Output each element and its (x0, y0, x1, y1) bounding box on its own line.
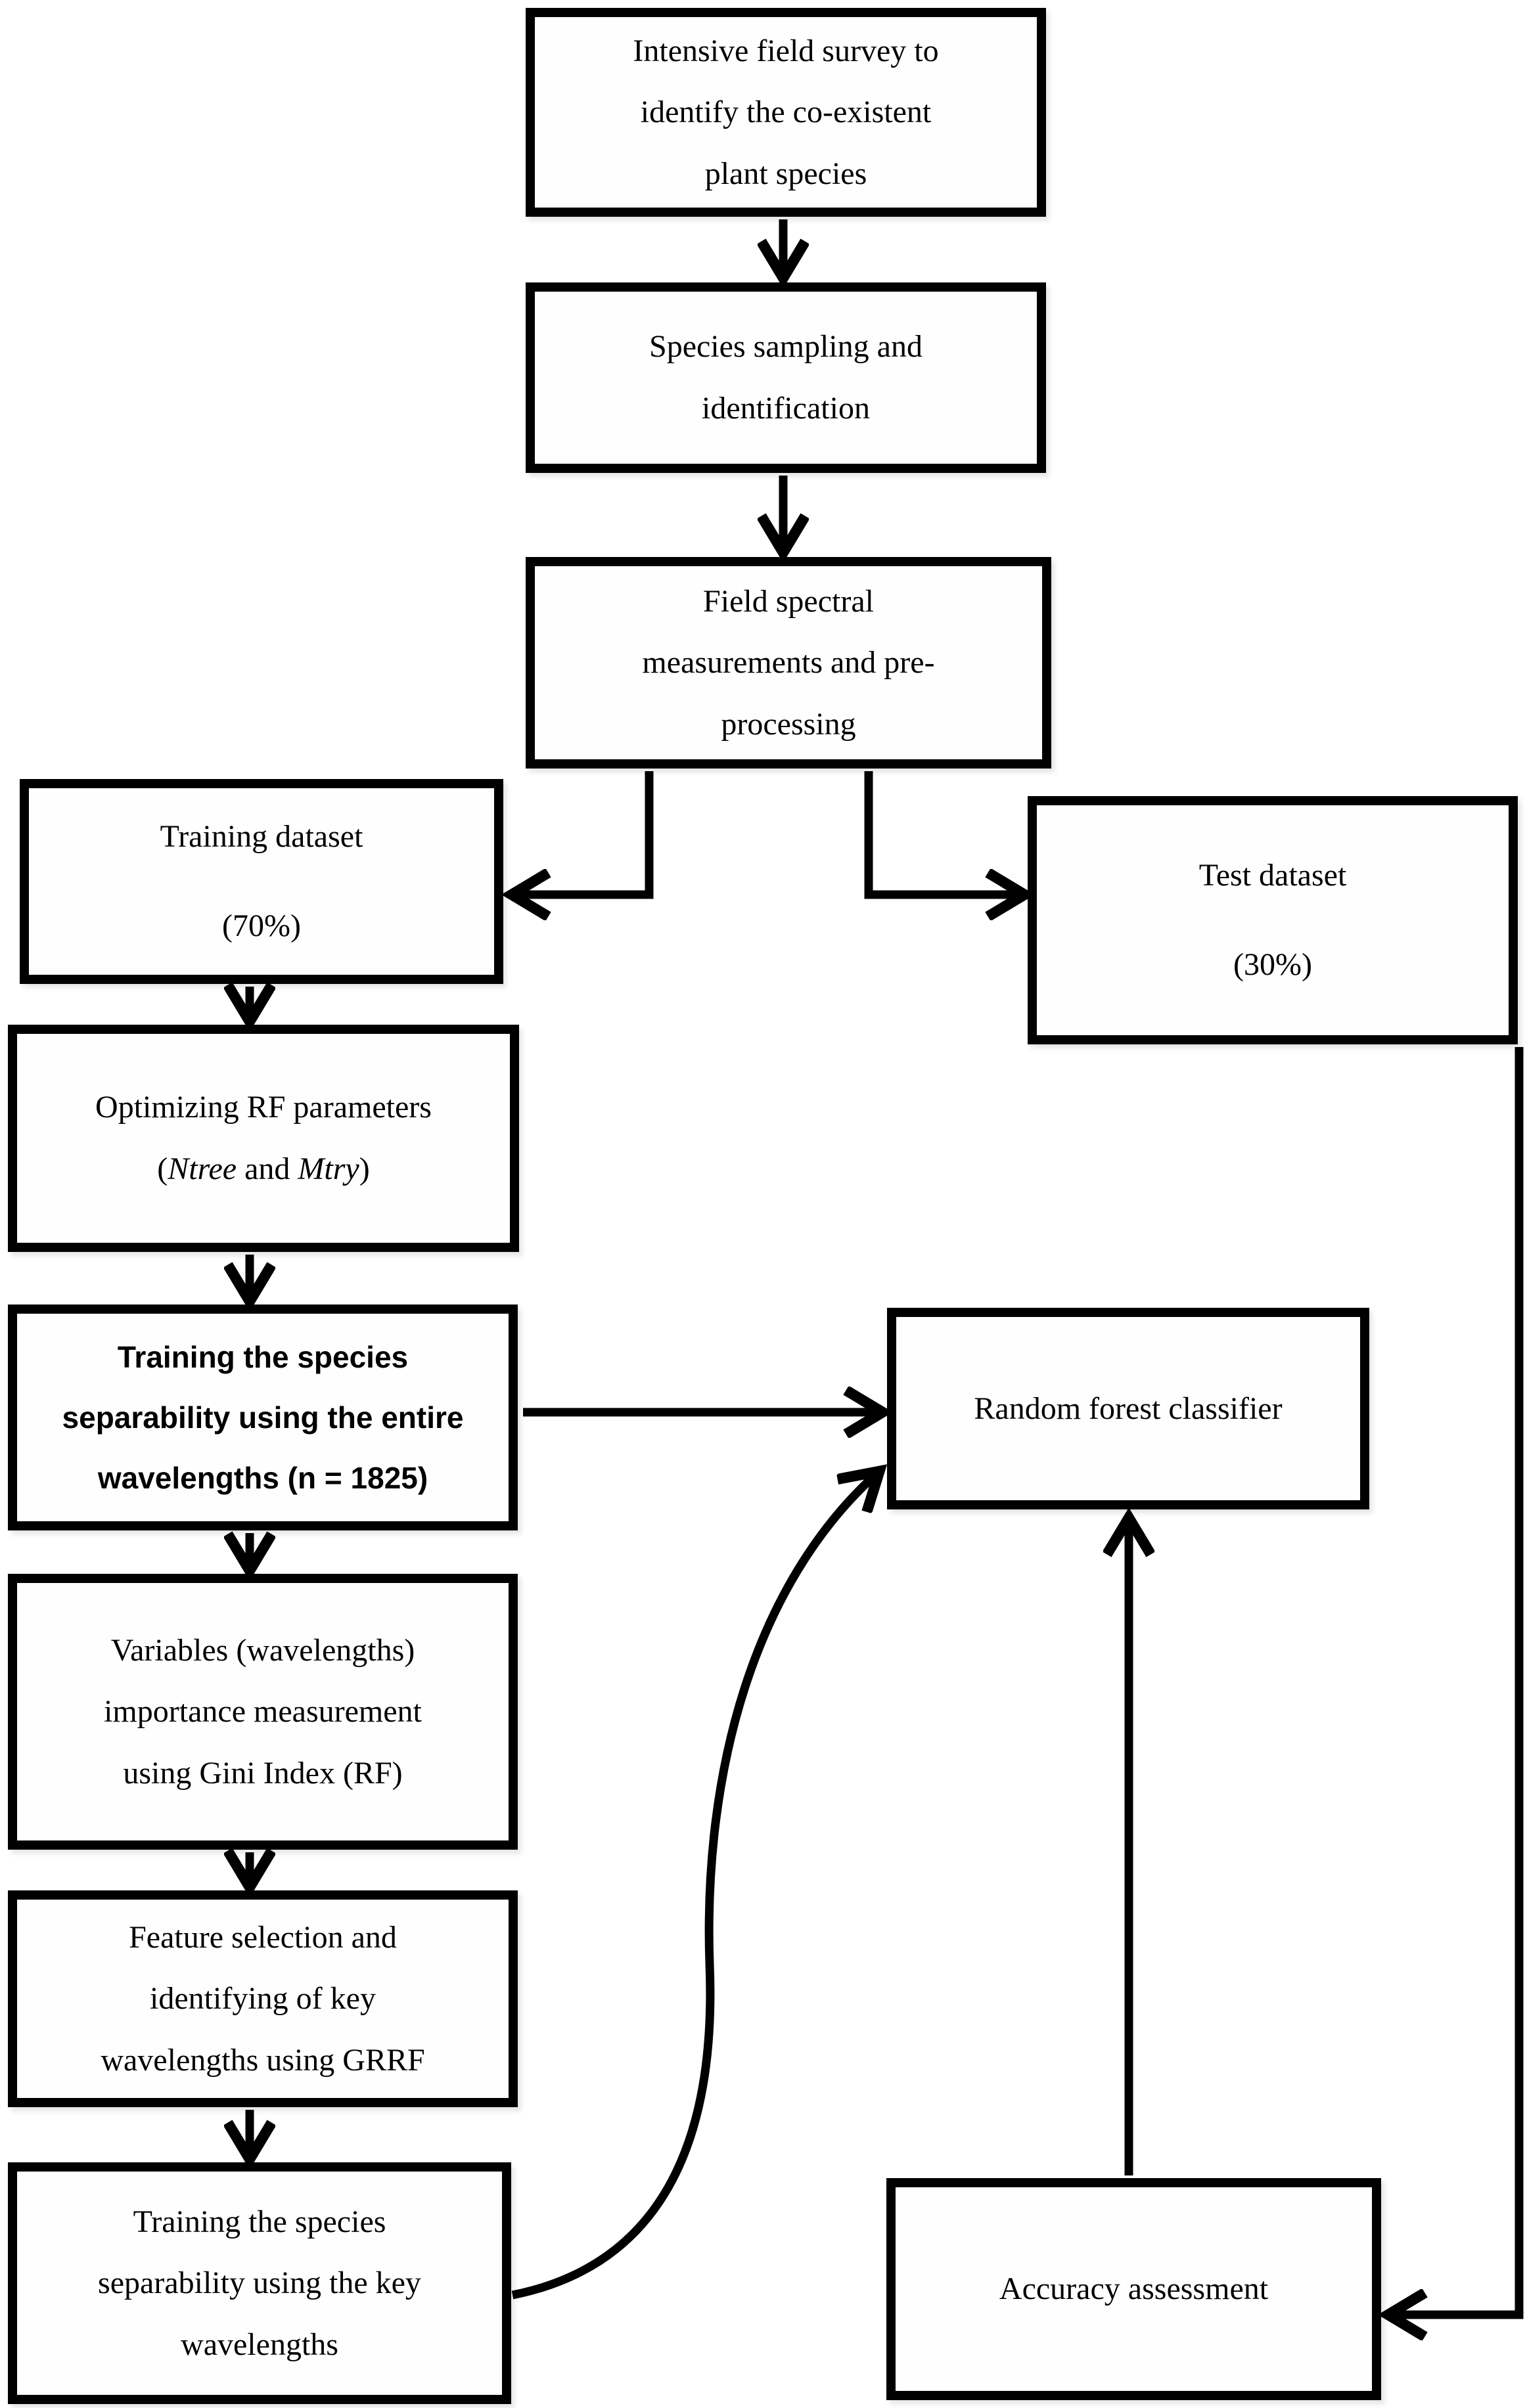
node-text-line: Intensive field survey to (633, 33, 939, 68)
arrow-test-dataset-to-accuracy (1390, 1047, 1524, 2315)
node-text-line: (Ntree and Mtry) (157, 1151, 370, 1186)
node-text-line: identifying of key (150, 1981, 376, 2017)
node-text-line: wavelengths using GRRF (101, 2042, 425, 2078)
node-feature-selection: Feature selection and identifying of key… (8, 1890, 518, 2107)
node-text-line: identify the co-existent (640, 95, 932, 130)
node-title: Training dataset (160, 819, 363, 855)
node-text-line: Feature selection and (129, 1919, 397, 1955)
node-optimizing-rf-parameters: Optimizing RF parameters (Ntree and Mtry… (8, 1025, 519, 1252)
node-text-line: processing (721, 706, 856, 742)
node-training-dataset: Training dataset (70%) (20, 779, 503, 984)
node-percentage: (30%) (1233, 947, 1312, 982)
arrow-training-key-to-rf-curve (511, 1473, 878, 2300)
node-percentage: (70%) (222, 908, 301, 943)
arrow-spectral-to-training-dataset (514, 771, 654, 895)
node-text-line: Field spectral (703, 583, 874, 619)
node-training-key-wavelengths: Training the species separability using … (8, 2162, 511, 2404)
node-test-dataset: Test dataset (30%) (1028, 796, 1518, 1044)
node-text-line: separability using the entire (62, 1400, 464, 1435)
node-text-line: Training the species (133, 2204, 386, 2239)
arrow-spectral-to-test-dataset (864, 771, 1022, 895)
node-text-line: importance measurement (104, 1694, 422, 1729)
node-text-line: Optimizing RF parameters (95, 1090, 432, 1125)
node-text-line: wavelengths (n = 1825) (97, 1461, 428, 1495)
node-text-line: wavelengths (181, 2327, 338, 2362)
node-text-line: Variables (wavelengths) (110, 1632, 415, 1668)
node-species-sampling: Species sampling and identification (526, 282, 1046, 473)
node-title: Random forest classifier (974, 1391, 1283, 1426)
node-accuracy-assessment: Accuracy assessment (886, 2178, 1381, 2400)
node-training-entire-wavelengths: Training the species separability using … (8, 1304, 518, 1530)
node-text-line: Training the species (117, 1340, 409, 1374)
node-random-forest-classifier: Random forest classifier (887, 1308, 1369, 1509)
italic-mtry: Mtry (298, 1151, 359, 1186)
italic-ntree: Ntree (168, 1151, 237, 1186)
node-text-line: separability using the key (98, 2265, 421, 2301)
node-field-spectral-measurements: Field spectral measurements and pre- pro… (526, 557, 1051, 769)
node-variables-importance: Variables (wavelengths) importance measu… (8, 1574, 518, 1850)
node-text-line: using Gini Index (RF) (123, 1755, 403, 1791)
node-text-line: identification (702, 391, 870, 426)
node-text-line: Species sampling and (649, 329, 923, 365)
node-text-line: plant species (704, 156, 867, 191)
node-intensive-field-survey: Intensive field survey to identify the c… (526, 8, 1046, 217)
node-title: Accuracy assessment (999, 2271, 1269, 2307)
node-title: Test dataset (1198, 858, 1347, 893)
node-text-line: measurements and pre- (642, 645, 935, 680)
